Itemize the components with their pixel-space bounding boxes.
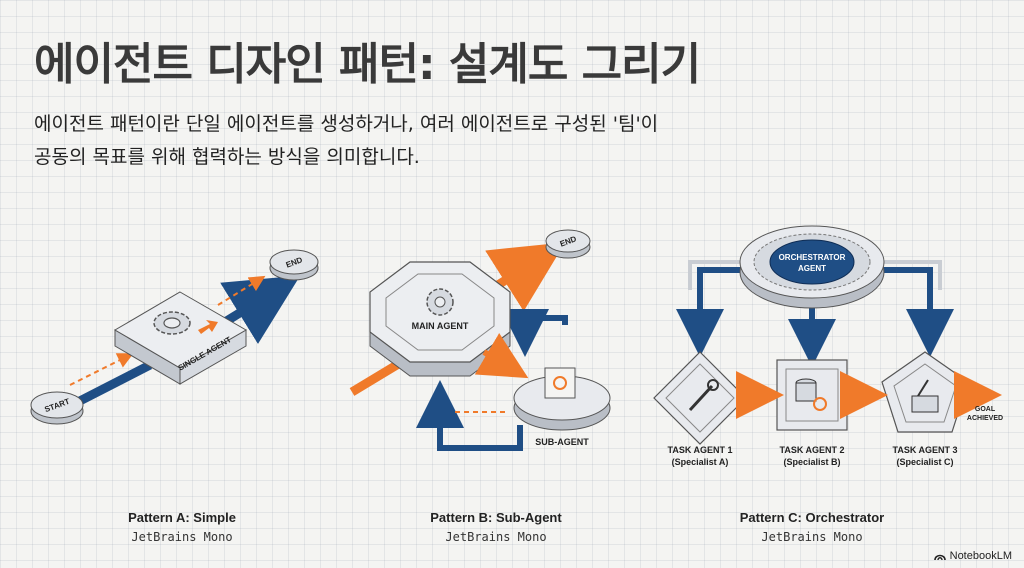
page-subtitle: 에이전트 패턴이란 단일 에이전트를 생성하거나, 여러 에이전트로 구성된 '… [34,108,658,174]
pattern-c-task-2-name: TASK AGENT 2 [779,445,844,455]
pattern-a-caption-title: Pattern A: Simple [128,510,236,525]
pattern-c-caption: Pattern C: Orchestrator JetBrains Mono [682,510,942,544]
pattern-a-side-flow-in [69,353,134,386]
pattern-b-caption-font: JetBrains Mono [445,530,547,544]
pattern-b-sub-gear [553,376,567,390]
pattern-b-end-coin [545,229,591,253]
database-search-icon [795,378,827,411]
pattern-b-caption-title: Pattern B: Sub-Agent [430,510,562,525]
pattern-b-main-agent-inner [385,273,495,351]
pattern-a-caption: Pattern A: Simple JetBrains Mono [52,510,312,544]
pattern-c-task-3-name: TASK AGENT 3 [892,445,957,455]
pattern-a-end-coin [269,249,319,275]
pattern-c-task-agent-2-inner [785,368,839,422]
cube-icon [544,367,576,399]
pattern-c-task-agent-3-inner [893,363,957,423]
page-title: 에이전트 디자인 패턴: 설계도 그리기 [34,39,701,90]
arrow-right-icon [198,320,218,334]
notebooklm-badge: NotebookLM [933,550,1012,562]
pattern-b-flow-out [485,242,566,312]
pattern-c-goal-line1: GOAL [975,406,996,413]
pattern-c-task-1-role: (Specialist A) [672,457,729,467]
pattern-c-orchestrator-line1: ORCHESTRATOR [779,253,846,262]
pattern-c-task-2-role: (Specialist B) [783,457,840,467]
pattern-c-goal-line2: ACHIEVED [967,415,1003,422]
pattern-c-link-1-outer [688,260,745,290]
pattern-a-start-coin [30,391,84,419]
pattern-c-link-3-outer [880,260,942,290]
pattern-b-sub-agent-label: SUB-AGENT [535,437,589,447]
pattern-a-diagram: START END SINGLE AGENT [30,249,319,425]
robot-arm-icon [911,379,939,413]
brand-label: NotebookLM [949,550,1012,562]
pattern-a-caption-font: JetBrains Mono [131,530,233,544]
pattern-a-flow-in [69,360,153,410]
subtitle-line-1: 에이전트 패턴이란 단일 에이전트를 생성하거나, 여러 에이전트로 구성된 '… [34,113,659,135]
pattern-c-task-1-name: TASK AGENT 1 [667,445,732,455]
pattern-c-orchestrator-core [769,239,855,285]
pattern-c-link-3 [870,267,954,357]
pattern-b-diagram: END MAIN AGENT SUB-AGENT [349,229,611,451]
pattern-b-caption: Pattern B: Sub-Agent JetBrains Mono [366,510,626,544]
pattern-c-task-3-role: (Specialist C) [896,457,953,467]
pattern-c-caption-font: JetBrains Mono [761,530,863,544]
pattern-b-return-loop [501,309,568,357]
pattern-b-return-loop-lower [416,380,523,451]
gear-icon [153,311,191,335]
subtitle-line-2: 공동의 목표를 위해 협력하는 방식을 의미합니다. [34,146,420,168]
pattern-a-flow-out [220,275,301,344]
pattern-b-main-agent-label: MAIN AGENT [412,321,469,331]
pattern-b-flow-to-sub [474,333,529,379]
pattern-c-caption-title: Pattern C: Orchestrator [739,510,885,525]
pattern-c-orchestrator-line2: AGENT [798,264,826,273]
pattern-c-diagram: ORCHESTRATOR AGENT GOAL ACHIEVED T [653,225,1003,467]
wrench-icon [688,379,719,412]
pattern-c-task-agent-1-inner [665,363,735,433]
pattern-c-link-1 [676,267,755,357]
gear-icon [426,288,454,316]
notebooklm-logo-icon [933,554,946,561]
